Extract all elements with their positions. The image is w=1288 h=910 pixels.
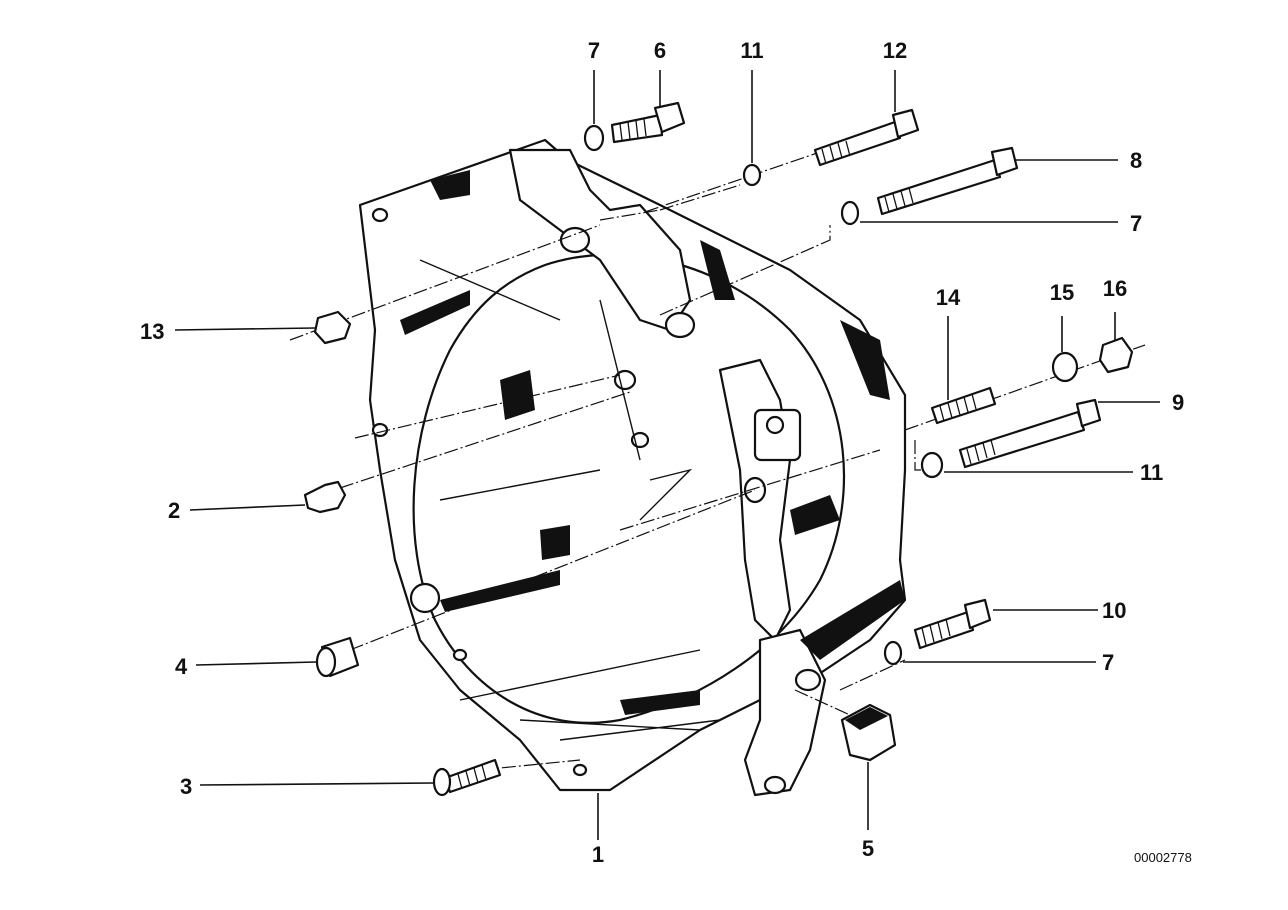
callout-5: 5 [862,836,874,861]
bolt-9 [958,398,1102,469]
stud-12 [813,108,920,167]
washer-11-top [742,163,762,187]
callout-16: 16 [1103,276,1127,301]
transmission-housing [358,138,907,797]
washer-7-mid [840,200,860,226]
bolt-6 [610,101,686,144]
washer-7-top [583,124,605,152]
callout-7-mid: 7 [1130,211,1142,236]
callout-6: 6 [654,38,666,63]
callout-8: 8 [1130,148,1142,173]
plug-2 [303,480,347,514]
cap-5 [840,703,897,762]
washer-15 [1051,351,1079,383]
callout-9: 9 [1172,390,1184,415]
stud-14 [930,386,997,425]
nut-13 [313,310,352,345]
callout-labels: 7 6 11 12 8 7 13 14 15 16 9 11 2 10 7 4 … [140,38,1184,867]
bolt-10 [913,598,992,650]
washer-7-lower [883,640,903,666]
diagram-reference-number: 00002778 [1134,850,1192,865]
leader-lines [174,70,1160,840]
callout-7-lower: 7 [1102,650,1114,675]
sleeve-4 [315,636,360,678]
bolt-8 [876,146,1019,216]
fasteners [303,101,1134,797]
callout-12: 12 [883,38,907,63]
callout-4: 4 [175,654,188,679]
callout-3: 3 [180,774,192,799]
callout-1: 1 [592,842,604,867]
nut-16 [1098,336,1134,374]
washer-11-mid [920,451,944,479]
callout-10: 10 [1102,598,1126,623]
bolt-3 [432,758,502,797]
callout-7-top: 7 [588,38,600,63]
callout-13: 13 [140,319,164,344]
callout-11-top: 11 [740,38,763,63]
callout-11-mid: 11 [1140,460,1163,485]
callout-14: 14 [936,285,961,310]
callout-15: 15 [1050,280,1074,305]
assembly-axes [289,151,1146,771]
callout-2: 2 [168,498,180,523]
